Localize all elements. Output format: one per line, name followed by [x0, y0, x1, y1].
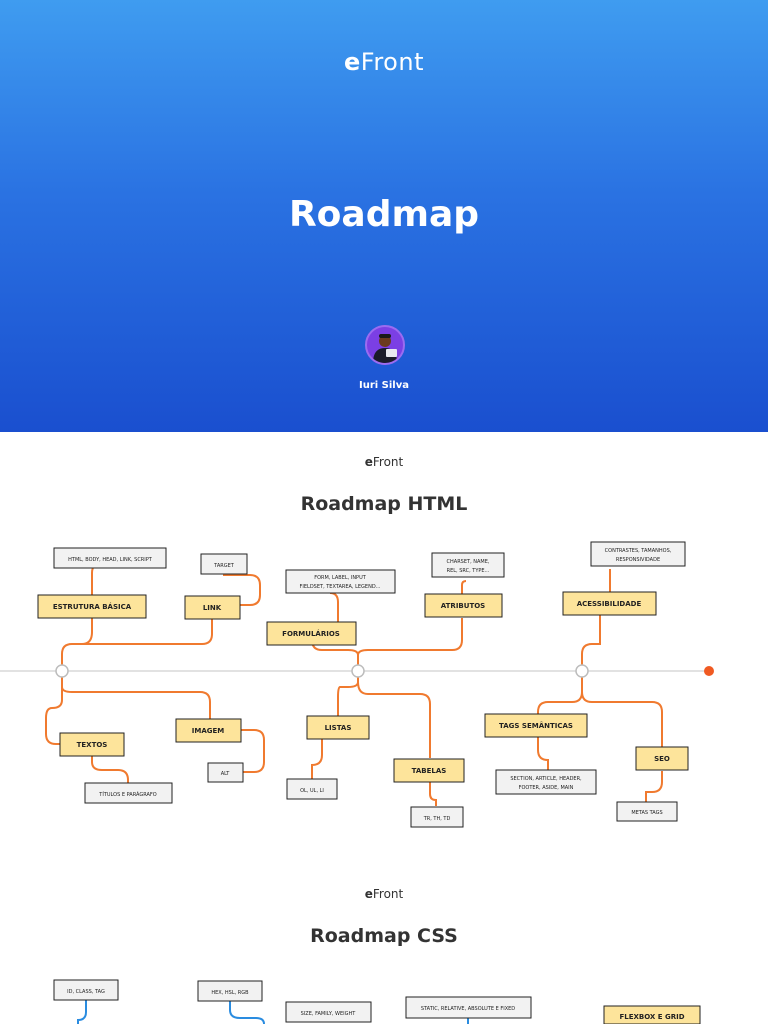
node-tabelas: TABELAS TR, TH, TD: [393, 758, 465, 828]
node-atributos: CHARSET, NAME, REL, SRC, TYPE... ATRIBUT…: [424, 552, 505, 618]
page-brand-rest: Front: [372, 455, 404, 469]
node-acessibilidade-label: ACESSIBILIDADE: [577, 600, 642, 608]
node-tabelas-sub-label: TR, TH, TD: [423, 816, 451, 822]
node-formularios-sub-label-2: FIELDSET, TEXTAREA, LEGEND...: [300, 584, 381, 590]
node-acessibilidade-sub-label-2: RESPONSIVIDADE: [616, 557, 660, 563]
brand-logo-rest: Front: [360, 48, 424, 76]
hero-banner: eFront Roadmap Iuri Silva: [0, 0, 768, 432]
node-textos: TEXTOS TÍTULOS E PARÁGRAFO: [59, 732, 173, 804]
css-node-fontes-sub-label: SIZE, FAMILY, WEIGHT: [301, 1011, 357, 1017]
css-roadmap-page: eFront Roadmap CSS ID, CLASS, TAG HEX, H…: [0, 864, 768, 1024]
css-roadmap-title: Roadmap CSS: [310, 925, 458, 947]
node-acessibilidade-sub-label-1: CONTRASTES, TAMANHOS,: [605, 548, 672, 554]
node-tags-sub-label-1: SECTION, ARTICLE, HEADER,: [510, 776, 582, 782]
node-tabelas-label: TABELAS: [412, 767, 447, 775]
node-imagem: IMAGEM ALT: [175, 718, 244, 783]
timeline-node: [55, 664, 69, 678]
node-textos-sub-label: TÍTULOS E PARÁGRAFO: [98, 791, 156, 798]
node-imagem-sub-label: ALT: [221, 771, 231, 777]
node-textos-label: TEXTOS: [77, 741, 108, 749]
html-roadmap-title: Roadmap HTML: [300, 493, 468, 515]
node-seo-label: SEO: [654, 755, 670, 763]
page-brand-bold: e: [364, 887, 373, 901]
node-formularios-sub-label-1: FORM, LABEL, INPUT: [314, 575, 367, 581]
html-roadmap-page: eFront Roadmap HTML: [0, 432, 768, 864]
css-connectors: [77, 1000, 469, 1024]
node-atributos-sub-label-1: CHARSET, NAME,: [447, 559, 490, 565]
node-imagem-label: IMAGEM: [192, 727, 225, 735]
css-node-position: STATIC, RELATIVE, ABSOLUTE E FIXED: [405, 996, 532, 1019]
css-node-flexbox: FLEXBOX E GRID: [603, 1005, 701, 1024]
page-brand-bold: e: [364, 455, 373, 469]
node-estrutura-label: ESTRUTURA BÁSICA: [53, 602, 132, 611]
css-node-cores: HEX, HSL, RGB: [197, 980, 263, 1002]
author-avatar: [365, 325, 405, 365]
node-listas-label: LISTAS: [325, 724, 352, 732]
html-roadmap-diagram: HTML, BODY, HEAD, LINK, SCRIPT ESTRUTURA…: [0, 541, 714, 828]
node-listas-sub-label: OL, UL, LI: [300, 788, 324, 794]
node-seo-sub-label: METAS TAGS: [631, 810, 662, 816]
hero-title: Roadmap: [288, 194, 480, 235]
brand-logo-bold: e: [344, 48, 361, 76]
timeline-node: [351, 664, 365, 678]
timeline-end-marker: [704, 666, 714, 676]
node-tags-semanticas-label: TAGS SEMÂNTICAS: [499, 721, 573, 730]
timeline-node: [575, 664, 589, 678]
author-name: Iuri Silva: [358, 380, 409, 391]
css-node-fontes: SIZE, FAMILY, WEIGHT: [285, 1001, 372, 1023]
css-node-position-sub-label: STATIC, RELATIVE, ABSOLUTE E FIXED: [421, 1006, 515, 1012]
node-listas: LISTAS OL, UL, LI: [286, 715, 370, 800]
css-node-seletores: ID, CLASS, TAG: [53, 979, 119, 1001]
node-link-sub-label: TARGET: [213, 563, 235, 569]
node-link-label: LINK: [203, 604, 222, 612]
node-formularios: FORM, LABEL, INPUT FIELDSET, TEXTAREA, L…: [266, 569, 396, 646]
node-estrutura-sub-label: HTML, BODY, HEAD, LINK, SCRIPT: [68, 557, 153, 563]
css-node-cores-sub-label: HEX, HSL, RGB: [211, 990, 249, 996]
node-tags-semanticas: TAGS SEMÂNTICAS SECTION, ARTICLE, HEADER…: [484, 713, 597, 795]
node-estrutura-basica: HTML, BODY, HEAD, LINK, SCRIPT ESTRUTURA…: [37, 547, 167, 619]
css-roadmap-diagram: ID, CLASS, TAG HEX, HSL, RGB SIZE, FAMIL…: [53, 979, 701, 1024]
node-formularios-label: FORMULÁRIOS: [282, 629, 340, 638]
node-atributos-sub-label-2: REL, SRC, TYPE...: [447, 568, 490, 574]
node-link: TARGET LINK: [184, 553, 248, 620]
css-node-seletores-sub-label: ID, CLASS, TAG: [67, 989, 105, 995]
page-brand: eFront: [0, 455, 768, 469]
node-atributos-label: ATRIBUTOS: [441, 602, 485, 610]
node-tags-sub-label-2: FOOTER, ASIDE, MAIN: [519, 785, 574, 791]
node-acessibilidade: CONTRASTES, TAMANHOS, RESPONSIVIDADE ACE…: [562, 541, 686, 616]
page-brand: eFront: [0, 887, 768, 901]
brand-logo: eFront: [0, 48, 768, 76]
css-node-flexbox-label: FLEXBOX E GRID: [619, 1013, 684, 1021]
page-brand-rest: Front: [372, 887, 404, 901]
node-seo: SEO METAS TAGS: [616, 746, 689, 822]
